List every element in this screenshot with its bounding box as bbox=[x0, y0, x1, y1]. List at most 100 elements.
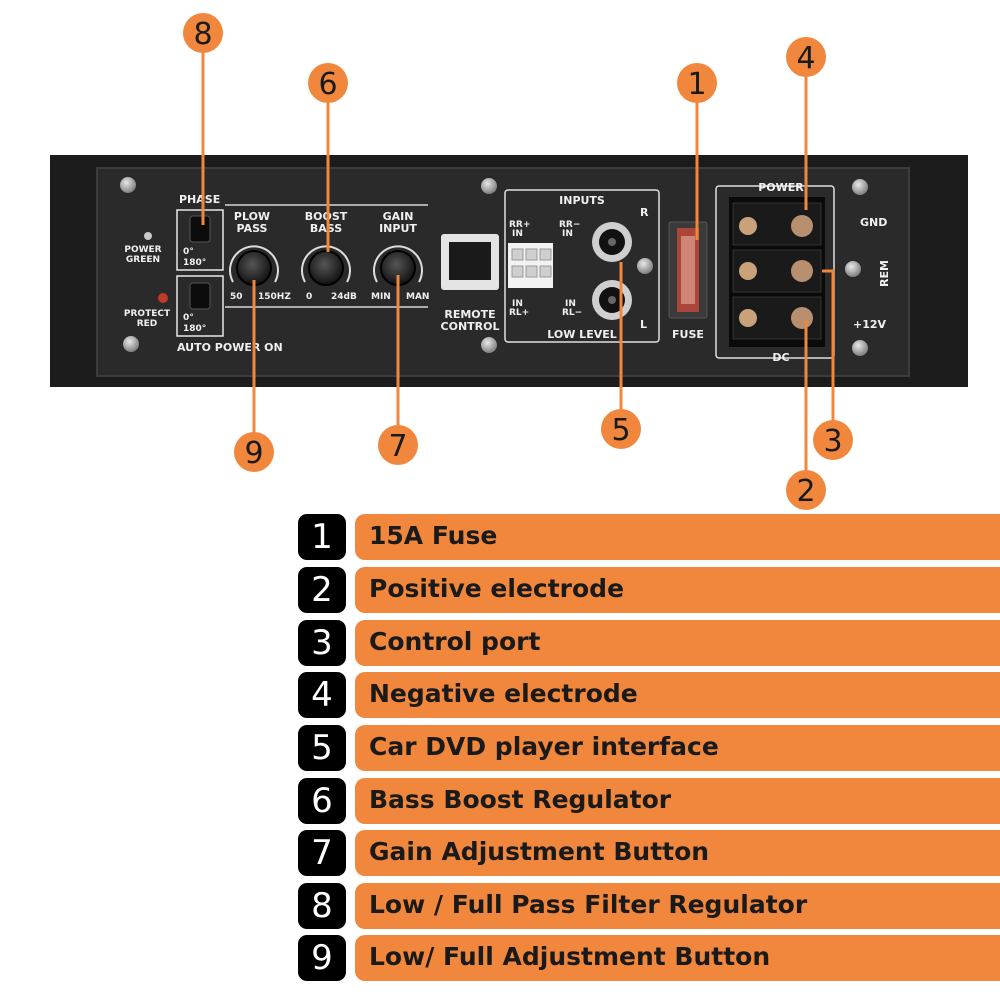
remote-control-port-opening bbox=[449, 242, 491, 280]
gnd-terminal-screw[interactable] bbox=[791, 215, 813, 237]
callout-2-number: 2 bbox=[796, 474, 815, 509]
legend-label-bar: 15A Fuse bbox=[355, 514, 1000, 560]
legend-number-badge: 7 bbox=[298, 830, 346, 876]
rr-minus-in-label: IN bbox=[562, 229, 573, 239]
phase-switch-0: 0° bbox=[183, 247, 194, 257]
protect-red-label: RED bbox=[137, 319, 158, 329]
gnd-label: GND bbox=[860, 216, 887, 229]
boost-bass-max: 24dB bbox=[331, 292, 357, 302]
auto-power-on-label: AUTO POWER ON bbox=[177, 341, 283, 354]
legend-row: 4 Negative electrode bbox=[298, 672, 1000, 718]
plow-pass-label: PLOW bbox=[234, 210, 270, 223]
amplifier-panel-diagram: POWER GREEN PROTECT RED PHASE 0° 180° 0°… bbox=[50, 13, 968, 510]
boost-bass-min: 0 bbox=[306, 292, 312, 302]
power-green-label: GREEN bbox=[126, 255, 160, 265]
legend-row: 8 Low / Full Pass Filter Regulator bbox=[298, 883, 1000, 929]
rem-terminal-screw[interactable] bbox=[739, 262, 757, 280]
in-rl-minus-label: RL− bbox=[562, 308, 582, 318]
remote-control-label: CONTROL bbox=[441, 320, 500, 333]
legend-row: 6 Bass Boost Regulator bbox=[298, 778, 1000, 824]
panel-screws bbox=[120, 177, 868, 356]
callout-5-marker bbox=[601, 409, 641, 449]
callout-3-number: 3 bbox=[823, 424, 842, 459]
callout-7-marker bbox=[378, 425, 418, 465]
callout-6-marker bbox=[308, 63, 348, 103]
legend-number-badge: 8 bbox=[298, 883, 346, 929]
legend-row: 3 Control port bbox=[298, 620, 1000, 666]
phase-switch-frame bbox=[176, 209, 224, 271]
legend-label-bar: Negative electrode bbox=[355, 672, 1000, 718]
callout-6-number: 6 bbox=[318, 67, 337, 102]
auto-power-switch-frame bbox=[176, 275, 224, 337]
legend-label: Gain Adjustment Button bbox=[369, 837, 710, 866]
legend-label-bar: Low/ Full Adjustment Button bbox=[355, 935, 1000, 981]
gain-input-scale-arc bbox=[373, 245, 423, 283]
callout-7-number: 7 bbox=[388, 429, 407, 464]
phase-switch[interactable] bbox=[189, 215, 211, 243]
legend-label-bar: Low / Full Pass Filter Regulator bbox=[355, 883, 1000, 929]
legend-number-badge: 5 bbox=[298, 725, 346, 771]
gain-input-max: MAN bbox=[406, 292, 429, 302]
in-rl-plus-label: RL+ bbox=[509, 308, 529, 318]
callout-1-marker bbox=[677, 63, 717, 103]
legend-label-bar: Car DVD player interface bbox=[355, 725, 1000, 771]
callout-5-number: 5 bbox=[611, 413, 630, 448]
power-green-label: POWER bbox=[124, 245, 161, 255]
legend-row: 9 Low/ Full Adjustment Button bbox=[298, 935, 1000, 981]
inputs-title: INPUTS bbox=[559, 194, 605, 207]
legend-label-bar: Gain Adjustment Button bbox=[355, 830, 1000, 876]
callout-8-number: 8 bbox=[193, 17, 212, 52]
gain-input-min: MIN bbox=[371, 292, 391, 302]
callout-4-marker bbox=[786, 37, 826, 77]
legend-row: 2 Positive electrode bbox=[298, 567, 1000, 613]
phase-switch-180: 180° bbox=[183, 258, 206, 268]
legend-row: 1 15A Fuse bbox=[298, 514, 1000, 560]
plus12v-terminal-screw[interactable] bbox=[739, 309, 757, 327]
inputs-box bbox=[504, 189, 660, 343]
protect-led-indicator bbox=[158, 293, 168, 303]
boost-bass-label: BOOST bbox=[305, 210, 348, 223]
legend-row: 5 Car DVD player interface bbox=[298, 725, 1000, 771]
callout-3-marker bbox=[813, 420, 853, 460]
plus12v-terminal-screw[interactable] bbox=[791, 307, 813, 329]
plow-pass-max: 150HZ bbox=[258, 292, 291, 302]
callout-1-number: 1 bbox=[687, 67, 706, 102]
in-rl-plus-label: IN bbox=[512, 299, 523, 309]
plow-pass-knob[interactable] bbox=[236, 250, 272, 286]
rem-label: REM bbox=[878, 260, 891, 287]
rem-terminal-screw[interactable] bbox=[791, 260, 813, 282]
boost-bass-knob[interactable] bbox=[308, 250, 344, 286]
channel-l-label: L bbox=[640, 318, 647, 331]
low-level-label: LOW LEVEL bbox=[547, 328, 617, 341]
protect-red-label: PROTECT bbox=[124, 309, 171, 319]
remote-control-label: REMOTE bbox=[444, 308, 495, 321]
gain-input-label: INPUT bbox=[379, 222, 417, 235]
rr-minus-in-label: RR− bbox=[559, 220, 580, 230]
channel-r-label: R bbox=[640, 206, 649, 219]
legend-label: Car DVD player interface bbox=[369, 732, 719, 761]
callout-4-number: 4 bbox=[796, 41, 815, 76]
legend-label-bar: Positive electrode bbox=[355, 567, 1000, 613]
fuse-label: FUSE bbox=[672, 328, 704, 341]
plus12v-label: +12V bbox=[853, 318, 887, 331]
legend-label: Low / Full Pass Filter Regulator bbox=[369, 890, 808, 919]
legend-number-badge: 4 bbox=[298, 672, 346, 718]
legend-number-badge: 2 bbox=[298, 567, 346, 613]
callout-8-marker bbox=[183, 13, 223, 53]
phase-label: PHASE bbox=[179, 193, 220, 206]
legend-label: 15A Fuse bbox=[369, 521, 498, 550]
legend-label: Positive electrode bbox=[369, 574, 625, 603]
rr-plus-in-label: RR+ bbox=[509, 220, 530, 230]
plow-pass-min: 50 bbox=[230, 292, 243, 302]
callout-leader-lines bbox=[201, 50, 835, 473]
boost-bass-label: BASS bbox=[310, 222, 342, 235]
legend-label-bar: Bass Boost Regulator bbox=[355, 778, 1000, 824]
in-rl-minus-label: IN bbox=[565, 299, 576, 309]
auto-power-switch-0: 0° bbox=[183, 313, 194, 323]
plow-pass-label: PASS bbox=[237, 222, 268, 235]
legend-label: Low/ Full Adjustment Button bbox=[369, 942, 771, 971]
gnd-terminal-screw[interactable] bbox=[739, 217, 757, 235]
auto-power-switch[interactable] bbox=[189, 282, 211, 310]
auto-power-switch-180: 180° bbox=[183, 324, 206, 334]
plow-pass-scale-arc bbox=[229, 245, 279, 283]
